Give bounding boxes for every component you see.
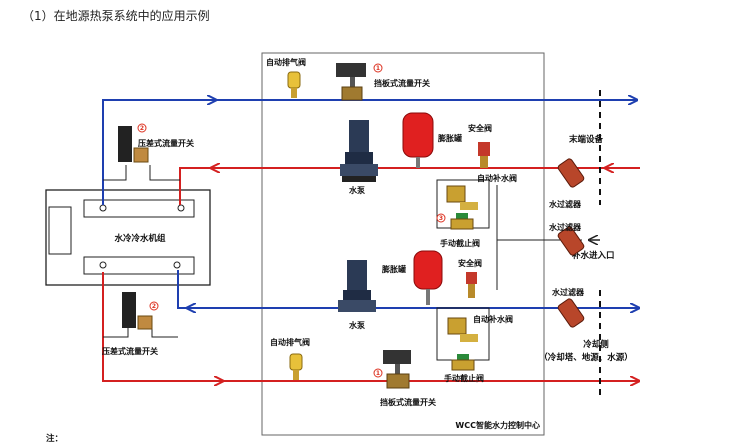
water-filter-top (557, 158, 585, 188)
marker-1-top (373, 63, 383, 73)
manual-stop-bot-label: 手动截止阀 (444, 373, 484, 383)
chiller-unit: 水冷冷水机组 (45, 189, 211, 286)
chiller-unit-label: 水冷冷水机组 (113, 233, 166, 244)
terminal-equipment-label: 末端设备 (568, 134, 604, 145)
pump-bot-label: 水泵 (348, 320, 365, 330)
pump-top-label: 水泵 (348, 185, 365, 195)
auto-makeup-valve-bot (447, 317, 478, 342)
water-filter-mid (557, 226, 585, 256)
auto-makeup-top-label: 自动补水阀 (477, 173, 517, 183)
bottom-supply-pipe (102, 272, 640, 382)
water-filter-mid-label: 水过滤器 (548, 222, 582, 232)
expansion-tank-bot (413, 250, 443, 305)
manual-stop-valve-bot (451, 354, 475, 371)
paddle-flow-switch-top (336, 63, 366, 101)
safety-valve-top-label: 安全阀 (468, 123, 492, 133)
auto-air-valve-top (287, 71, 301, 98)
pump-top (340, 120, 378, 182)
manual-stop-valve-top (450, 213, 474, 230)
auto-air-valve-top-label: 自动排气阀 (266, 57, 306, 67)
water-filter-top-label: 水过滤器 (548, 199, 582, 209)
svg-text:2: 2 (140, 125, 144, 132)
safety-valve-bot (466, 272, 477, 298)
water-filter-bot-label: 水过滤器 (551, 287, 585, 297)
diff-flow-switch-top-label: 压差式流量开关 (138, 138, 194, 148)
expansion-tank-top-label: 膨胀罐 (437, 133, 462, 143)
diff-pressure-switch-bot (122, 292, 153, 330)
auto-air-valve-bot (289, 353, 303, 380)
svg-text:2: 2 (152, 303, 156, 310)
diff-pressure-switch-top (118, 126, 149, 163)
cooling-side-label: 冷却侧 (583, 339, 609, 350)
svg-text:1: 1 (376, 370, 380, 377)
cooling-side-note: （冷却塔、地源、水源） (539, 352, 633, 363)
auto-air-valve-bot-label: 自动排气阀 (270, 337, 310, 347)
auto-makeup-valve-top (446, 185, 478, 210)
safety-valve-bot-label: 安全阀 (458, 258, 482, 268)
flow-switch-bot-label: 挡板式流量开关 (380, 397, 436, 407)
control-center-label: WCC智能水力控制中心 (455, 420, 540, 430)
paddle-flow-switch-bot (383, 350, 411, 389)
pump-bot (338, 260, 376, 312)
expansion-tank-bot-label: 膨胀罐 (381, 264, 406, 274)
svg-text:3: 3 (439, 215, 443, 222)
control-center-box (261, 52, 545, 436)
safety-valve-top (478, 142, 490, 168)
svg-text:1: 1 (376, 65, 380, 72)
footer-note: 注： (46, 433, 63, 443)
diff-flow-switch-bot-label: 压差式流量开关 (102, 346, 158, 356)
page-title: （1）在地源热泵系统中的应用示例 (22, 8, 210, 23)
manual-stop-top-label: 手动截止阀 (440, 238, 480, 248)
expansion-tank-top (402, 112, 434, 168)
diff-switch-top-wire (103, 165, 127, 181)
auto-makeup-bot-label: 自动补水阀 (473, 314, 513, 324)
flow-switch-top-label: 挡板式流量开关 (374, 78, 430, 88)
makeup-inlet-label: 补水进入口 (571, 250, 615, 261)
water-filter-bot (557, 298, 585, 328)
